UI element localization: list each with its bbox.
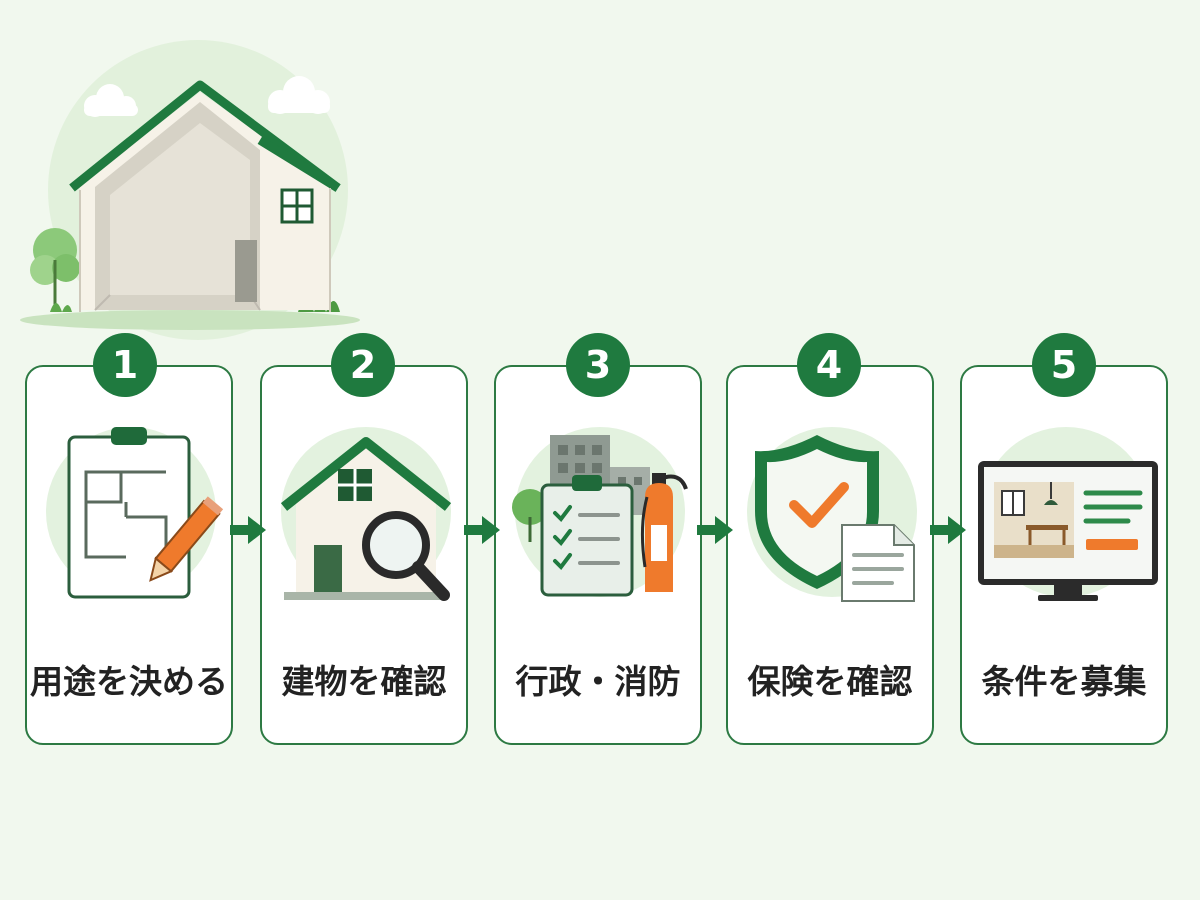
checklist-extinguisher-icon — [512, 427, 688, 597]
step-5-badge: 5 — [1032, 333, 1096, 397]
step-4-label: 保険を確認 — [747, 662, 913, 701]
step-4-card: 保険を確認 — [726, 365, 934, 745]
step-5-card: 条件を募集 — [960, 365, 1168, 745]
arrow-right-icon — [697, 516, 733, 544]
arrow-right-icon — [464, 516, 500, 544]
step-5-label: 条件を募集 — [981, 662, 1147, 701]
arrow-right-icon — [230, 516, 266, 544]
step-3-badge: 3 — [566, 333, 630, 397]
step-4-badge: 4 — [797, 333, 861, 397]
step-3-label: 行政・消防 — [515, 662, 681, 701]
empty-house-illustration — [20, 40, 360, 340]
step-2-badge: 2 — [331, 333, 395, 397]
step-2-card: 建物を確認 — [260, 365, 468, 745]
step-1-label: 用途を決める — [30, 662, 228, 701]
house-magnifier-icon — [280, 427, 452, 601]
listing-monitor-icon — [978, 427, 1158, 601]
step-3-card: 行政・消防 — [494, 365, 702, 745]
step-1-card: 用途を決める — [25, 365, 233, 745]
arrow-right-icon — [930, 516, 966, 544]
floor-plan-clipboard-icon — [46, 427, 224, 599]
step-2-label: 建物を確認 — [281, 662, 447, 701]
step-1-badge: 1 — [93, 333, 157, 397]
shield-document-icon — [747, 427, 917, 602]
